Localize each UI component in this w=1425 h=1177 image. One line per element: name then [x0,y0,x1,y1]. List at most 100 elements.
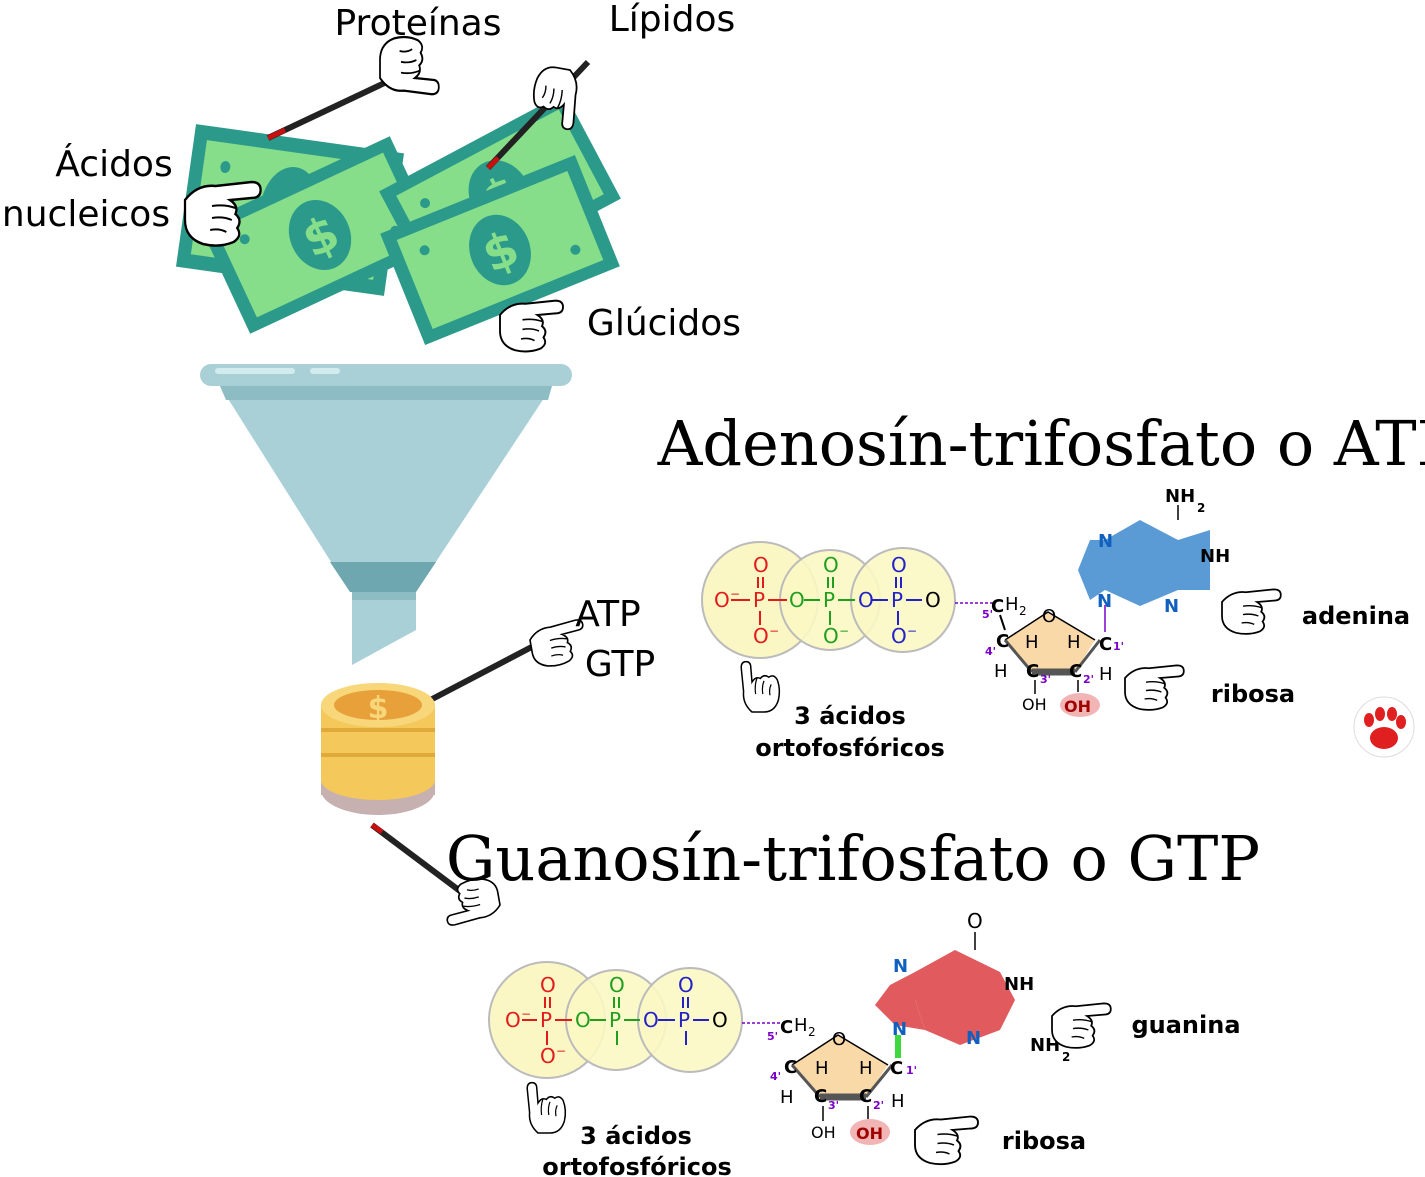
svg-text:H: H [859,1058,873,1079]
gtp-sugar-label: ribosa [1002,1127,1086,1155]
svg-text:C: C [991,596,1004,617]
svg-text:2': 2' [1083,673,1094,686]
label-atp: ATP [575,594,641,635]
atp-ribose: C H 2 O C H H C C C H H OH OH 5' 4' 3' 2… [982,594,1124,717]
svg-text:5': 5' [767,1030,778,1043]
svg-text:−: − [556,1044,566,1058]
svg-text:−: − [839,624,849,638]
svg-text:N: N [1098,531,1113,552]
svg-text:−: − [769,624,779,638]
svg-text:O: O [643,1008,659,1032]
svg-text:O: O [540,1044,556,1068]
svg-text:O: O [609,973,625,997]
svg-text:O: O [712,1008,728,1032]
atp-phosphate-group: O− P O O− O P O O− O P O O− O [701,541,993,659]
svg-text:N: N [1164,596,1179,617]
atp-phosphate-label-line2: ortofosfóricos [755,734,945,762]
svg-text:NH: NH [1030,1035,1060,1056]
svg-text:O: O [891,624,907,648]
label-nucleic-acids-line1: Ácidos [55,143,172,185]
svg-text:C: C [814,1086,827,1107]
svg-text:O: O [505,1008,521,1032]
svg-text:OH: OH [1022,695,1047,714]
svg-text:1': 1' [1113,640,1124,653]
svg-text:NH: NH [1200,546,1230,567]
svg-text:O: O [823,624,839,648]
svg-text:O: O [678,973,694,997]
hand-pointer-icon [914,1115,979,1166]
svg-text:O: O [967,909,983,933]
hand-pointer-icon [1124,664,1185,711]
svg-text:4': 4' [985,645,996,658]
svg-text:P: P [823,588,835,612]
dollar-sign: $ [368,691,389,726]
svg-text:P: P [891,588,903,612]
svg-text:5': 5' [982,608,993,621]
svg-text:−: − [907,624,917,638]
svg-text:C: C [1026,661,1039,682]
svg-text:OH: OH [811,1123,836,1142]
svg-text:H: H [794,1015,808,1036]
svg-text:−: − [521,1007,531,1021]
svg-text:H: H [1067,632,1081,653]
svg-text:O: O [823,553,839,577]
svg-text:H: H [891,1091,905,1112]
gtp-phosphate-label-line1: 3 ácidos [580,1122,692,1150]
svg-text:2: 2 [1019,604,1027,618]
svg-text:C: C [1099,634,1112,655]
gtp-base-label: guanina [1131,1011,1240,1039]
hand-pointer-icon [526,1081,567,1134]
svg-text:O: O [858,588,874,612]
svg-text:3': 3' [1040,673,1051,686]
svg-text:O: O [753,624,769,648]
svg-text:C: C [859,1086,872,1107]
hand-pointer-icon [1051,1002,1112,1049]
gtp-phosphate-group: O− P O O− O P O O P O O [488,961,782,1079]
svg-text:H: H [1025,632,1039,653]
svg-text:C: C [996,631,1009,652]
svg-text:1': 1' [906,1064,917,1077]
svg-text:3': 3' [828,1099,839,1112]
gtp-title: Guanosín-trifosfato o GTP [446,822,1260,895]
svg-text:O: O [1042,606,1056,627]
label-carbohydrates: Glúcidos [587,303,741,344]
gtp-ribose: C H 2 O C H H C C C H H OH OH 5' 4' 3' 2… [767,1015,917,1145]
atp-base-label: adenina [1302,602,1410,630]
svg-text:H: H [780,1087,794,1108]
paw-logo-icon [1353,696,1415,758]
svg-text:N: N [892,1019,907,1040]
svg-text:H: H [994,661,1008,682]
gtp-phosphate-label-line2: ortofosfóricos [542,1153,732,1177]
svg-text:O: O [925,588,941,612]
svg-text:O: O [891,553,907,577]
svg-text:H: H [1005,594,1019,615]
svg-text:P: P [678,1008,690,1032]
svg-text:OH: OH [856,1124,883,1143]
svg-text:C: C [890,1058,903,1079]
svg-text:N: N [966,1028,981,1049]
svg-text:2: 2 [808,1025,816,1039]
svg-text:C: C [780,1017,793,1038]
svg-text:2: 2 [1197,501,1205,515]
funnel [200,364,572,665]
svg-text:P: P [609,1008,621,1032]
svg-text:2': 2' [873,1099,884,1112]
svg-text:O: O [832,1029,846,1050]
svg-text:NH: NH [1165,486,1195,507]
svg-text:NH: NH [1004,974,1034,995]
svg-text:2: 2 [1062,1050,1070,1064]
hand-pointer-icon [1221,588,1282,635]
svg-text:4': 4' [770,1070,781,1083]
label-nucleic-acids-line2: nucleicos [2,194,170,235]
svg-text:P: P [753,588,765,612]
svg-text:O: O [789,588,805,612]
atp-sugar-label: ribosa [1211,680,1295,708]
svg-text:H: H [815,1058,829,1079]
svg-text:O: O [753,553,769,577]
svg-text:C: C [1069,661,1082,682]
hand-pointer-icon [740,660,781,713]
svg-text:N: N [1097,591,1112,612]
svg-text:O: O [714,588,730,612]
svg-text:N: N [893,956,908,977]
